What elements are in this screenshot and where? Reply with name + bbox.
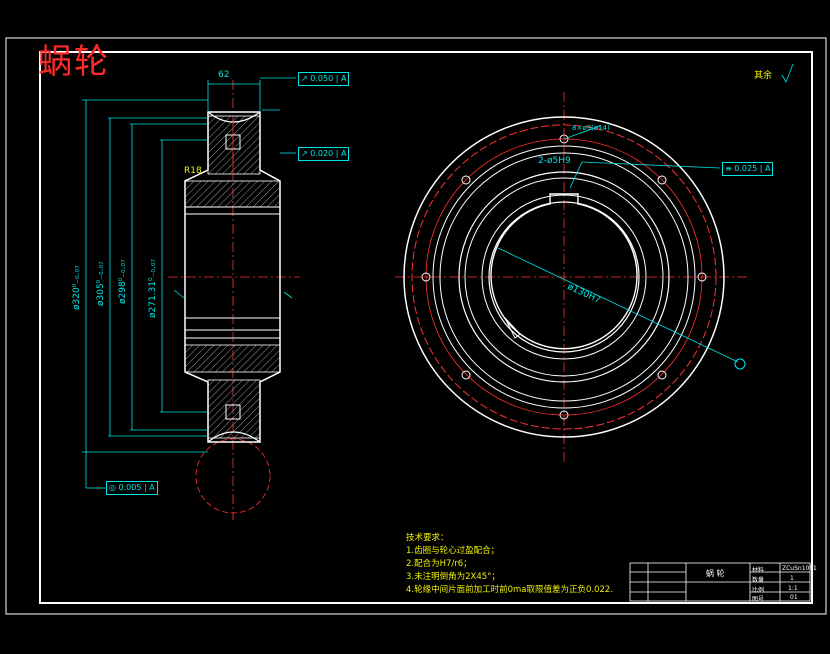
tol-concentric: ◎ 0.005 | A [106, 481, 158, 495]
tech-item: 3.未注明倒角为2X45°； [406, 572, 500, 582]
dim-d2: ø305⁰₋₀.₀₇ [96, 261, 106, 306]
tech-item: 1.齿圈与轮心过盈配合； [406, 546, 500, 556]
tb-value: 1:1 [788, 585, 798, 592]
tech-heading: 技术要求： [406, 533, 449, 543]
outer-frame [5, 37, 827, 615]
tb-value: 01 [790, 594, 798, 601]
dim-hole: 8×ø9(ø14) [572, 124, 610, 132]
roughness-icon [781, 63, 794, 83]
inner-frame [39, 51, 813, 604]
drawing-title: 蜗轮 [38, 42, 110, 82]
tb-field: 图号 [752, 596, 765, 603]
dim-top-width: 62 [218, 70, 230, 80]
title-block-name: 蜗 轮 [706, 569, 725, 578]
roughness-note: 其余 [754, 71, 773, 81]
technical-requirements: 技术要求： 1.齿圈与轮心过盈配合； 2.配合为H7/r6； 3.未注明倒角为2… [406, 532, 613, 597]
tol-parallel: ≡ 0.025 | A [722, 162, 774, 176]
tb-field: 比例 [752, 587, 765, 594]
tb-field: 材料 [752, 567, 765, 574]
section-view [168, 80, 300, 520]
tb-value: ZCuSn10P1 [782, 565, 817, 572]
title-block [629, 562, 811, 602]
tech-item: 2.配合为H7/r6； [406, 559, 472, 569]
tech-item: 4.轮缘中间片面前加工时前0ma取限值差为正负0.022. [406, 585, 614, 595]
tol-runout-1: ↗ 0.050 | A [298, 72, 350, 86]
left-dimensions [82, 77, 296, 489]
tb-field: 数量 [752, 577, 765, 584]
dim-d1: ø320⁰₋₀.₀₇ [72, 265, 82, 310]
tol-runout-2: ↗ 0.020 | A [298, 147, 350, 161]
dim-hub-note: R18 [184, 166, 202, 176]
front-view [395, 92, 750, 462]
dim-d4: ø271.31⁰₋₀.₀₇ [148, 258, 158, 318]
tb-value: 1 [790, 575, 794, 582]
dim-d3: ø298⁰₋₀.₀₇ [118, 259, 128, 304]
dim-bolt: 2-ø5H9 [538, 156, 571, 166]
